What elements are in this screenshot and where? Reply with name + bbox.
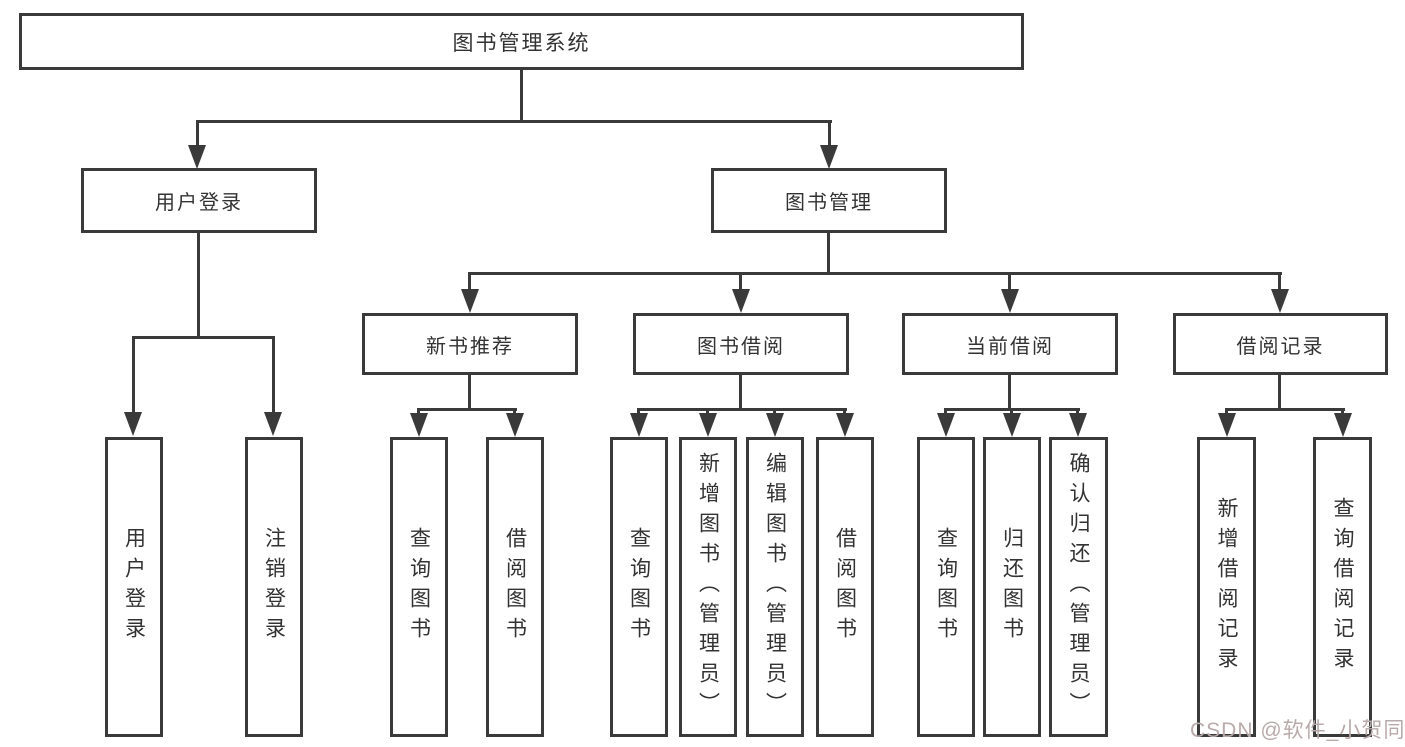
connector-line — [417, 408, 517, 411]
connector-line — [132, 336, 275, 339]
connector-line — [197, 231, 200, 338]
node-borrowing-records: 借阅记录 — [1173, 313, 1388, 375]
leaf-borrowing-query-books: 查询图书 — [610, 437, 668, 737]
arrowhead — [1001, 289, 1019, 313]
arrowhead — [188, 145, 206, 169]
leaf-newbook-borrow-books-label: 借阅图书 — [503, 527, 527, 647]
arrowhead — [836, 413, 854, 437]
arrowhead — [410, 413, 428, 437]
leaf-add-books-admin-label: 新增图书（管理员） — [696, 452, 720, 722]
node-current-borrowing-label: 当前借阅 — [966, 335, 1054, 358]
leaf-confirm-return-admin-label: 确认归还（管理员） — [1067, 452, 1090, 722]
leaf-query-borrow-record-label: 查询借阅记录 — [1331, 497, 1354, 677]
connector-line — [520, 68, 523, 122]
connector-line — [468, 373, 471, 410]
leaf-user-login-label: 用户登录 — [122, 527, 146, 647]
leaf-add-books-admin: 新增图书（管理员） — [679, 437, 737, 737]
leaf-newbook-borrow-books: 借阅图书 — [486, 437, 544, 737]
connector-line — [468, 272, 1282, 275]
leaf-borrow-books-label: 借阅图书 — [833, 527, 857, 647]
leaf-query-borrow-record: 查询借阅记录 — [1313, 437, 1372, 737]
leaf-edit-books-admin: 编辑图书（管理员） — [746, 437, 804, 737]
leaf-current-query-books: 查询图书 — [917, 437, 975, 737]
connector-line — [739, 373, 742, 410]
leaf-logout: 注销登录 — [245, 437, 303, 737]
arrowhead — [1218, 413, 1236, 437]
connector-line — [706, 408, 709, 416]
connector-line — [1008, 373, 1011, 410]
arrowhead — [264, 412, 282, 436]
leaf-confirm-return-admin: 确认归还（管理员） — [1049, 437, 1108, 737]
csdn-watermark: CSDN @软件_小贺同学 — [1190, 719, 1405, 742]
arrowhead — [1334, 413, 1352, 437]
node-user-login: 用户登录 — [81, 168, 317, 233]
connector-line — [1008, 272, 1011, 291]
connector-line — [417, 408, 420, 416]
leaf-edit-books-admin-label: 编辑图书（管理员） — [763, 452, 787, 722]
connector-line — [1076, 408, 1079, 416]
arrowhead — [699, 413, 717, 437]
connector-line — [843, 408, 846, 416]
connector-line — [1010, 408, 1013, 416]
connector-line — [1225, 408, 1228, 416]
leaf-borrow-books: 借阅图书 — [816, 437, 874, 737]
node-book-borrowing-label: 图书借阅 — [697, 335, 785, 358]
arrowhead — [766, 413, 784, 437]
node-book-borrowing: 图书借阅 — [633, 313, 849, 375]
connector-line — [196, 120, 832, 123]
leaf-add-borrow-record: 新增借阅记录 — [1197, 437, 1256, 737]
arrowhead — [937, 413, 955, 437]
arrowhead — [461, 289, 479, 313]
connector-line — [637, 408, 640, 416]
leaf-logout-label: 注销登录 — [262, 527, 286, 647]
connector-line — [132, 336, 135, 415]
leaf-newbook-query-books-label: 查询图书 — [407, 527, 431, 647]
connector-line — [272, 336, 275, 415]
arrowhead — [1003, 413, 1021, 437]
connector-line — [827, 231, 830, 275]
node-new-book-recommend-label: 新书推荐 — [426, 335, 514, 358]
node-book-management: 图书管理 — [711, 168, 947, 233]
node-root-label: 图书管理系统 — [452, 31, 591, 55]
node-new-book-recommend: 新书推荐 — [362, 313, 578, 375]
connector-line — [1225, 408, 1345, 411]
arrowhead — [124, 412, 142, 436]
connector-line — [739, 272, 742, 291]
arrowhead — [630, 413, 648, 437]
node-borrowing-records-label: 借阅记录 — [1236, 335, 1325, 358]
connector-line — [828, 120, 831, 148]
connector-line — [637, 408, 847, 411]
arrowhead — [732, 289, 750, 313]
node-root: 图书管理系统 — [19, 13, 1024, 70]
arrowhead — [1271, 289, 1289, 313]
connector-line — [468, 272, 471, 291]
leaf-return-books-label: 归还图书 — [1000, 527, 1024, 647]
connector-line — [944, 408, 947, 416]
arrowhead — [820, 145, 838, 169]
leaf-current-query-books-label: 查询图书 — [934, 527, 958, 647]
node-user-login-label: 用户登录 — [155, 192, 243, 214]
connector-line — [1278, 272, 1281, 291]
connector-line — [1278, 373, 1281, 410]
leaf-add-borrow-record-label: 新增借阅记录 — [1215, 497, 1238, 677]
leaf-borrowing-query-books-label: 查询图书 — [627, 527, 651, 647]
arrowhead — [506, 413, 524, 437]
connector-line — [513, 408, 516, 416]
connector-line — [1341, 408, 1344, 416]
connector-line — [196, 120, 199, 148]
leaf-newbook-query-books: 查询图书 — [390, 437, 448, 737]
node-book-management-label: 图书管理 — [785, 192, 873, 214]
node-current-borrowing: 当前借阅 — [902, 313, 1118, 375]
connector-line — [773, 408, 776, 416]
leaf-user-login: 用户登录 — [105, 437, 163, 737]
leaf-return-books: 归还图书 — [983, 437, 1041, 737]
arrowhead — [1069, 413, 1087, 437]
